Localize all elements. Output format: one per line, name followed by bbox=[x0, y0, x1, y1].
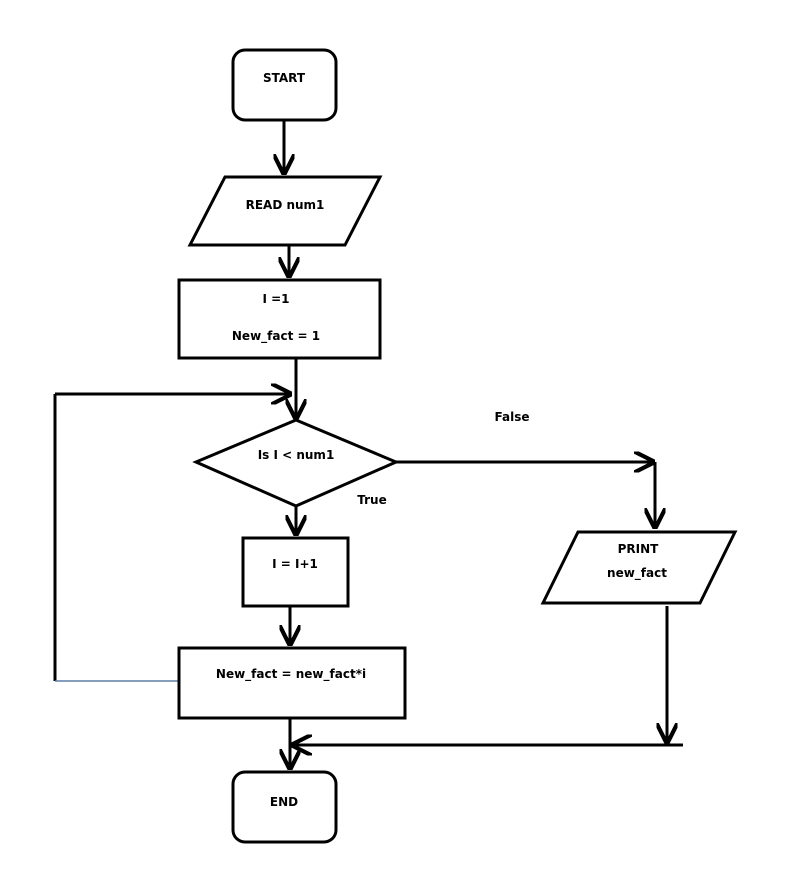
read-shape bbox=[187, 175, 383, 247]
end-terminal: END bbox=[231, 770, 338, 844]
print-output: PRINT new_fact bbox=[540, 530, 738, 605]
compute-process: New_fact = new_fact*i bbox=[177, 646, 407, 720]
increment-process: I = I+1 bbox=[241, 536, 350, 608]
init-shape bbox=[177, 278, 382, 360]
start-shape bbox=[231, 48, 338, 122]
decision-label: Is I < num1 bbox=[258, 448, 335, 462]
increment-shape bbox=[241, 536, 350, 608]
read-label: READ num1 bbox=[246, 198, 325, 212]
end-shape bbox=[231, 770, 338, 844]
start-terminal: START bbox=[231, 48, 338, 122]
increment-label: I = I+1 bbox=[272, 557, 318, 571]
compute-label: New_fact = new_fact*i bbox=[216, 667, 366, 682]
false-label: False bbox=[495, 410, 530, 424]
true-label: True bbox=[357, 493, 386, 507]
start-label: START bbox=[263, 71, 306, 85]
read-input: READ num1 bbox=[187, 175, 383, 247]
compute-shape bbox=[177, 646, 407, 720]
init-line2: New_fact = 1 bbox=[232, 329, 320, 344]
init-line1: I =1 bbox=[262, 292, 289, 306]
print-line1: PRINT bbox=[618, 542, 660, 556]
print-shape bbox=[540, 530, 738, 605]
init-process: I =1 New_fact = 1 bbox=[177, 278, 382, 360]
end-label: END bbox=[270, 795, 298, 809]
print-line2: new_fact bbox=[607, 566, 667, 581]
